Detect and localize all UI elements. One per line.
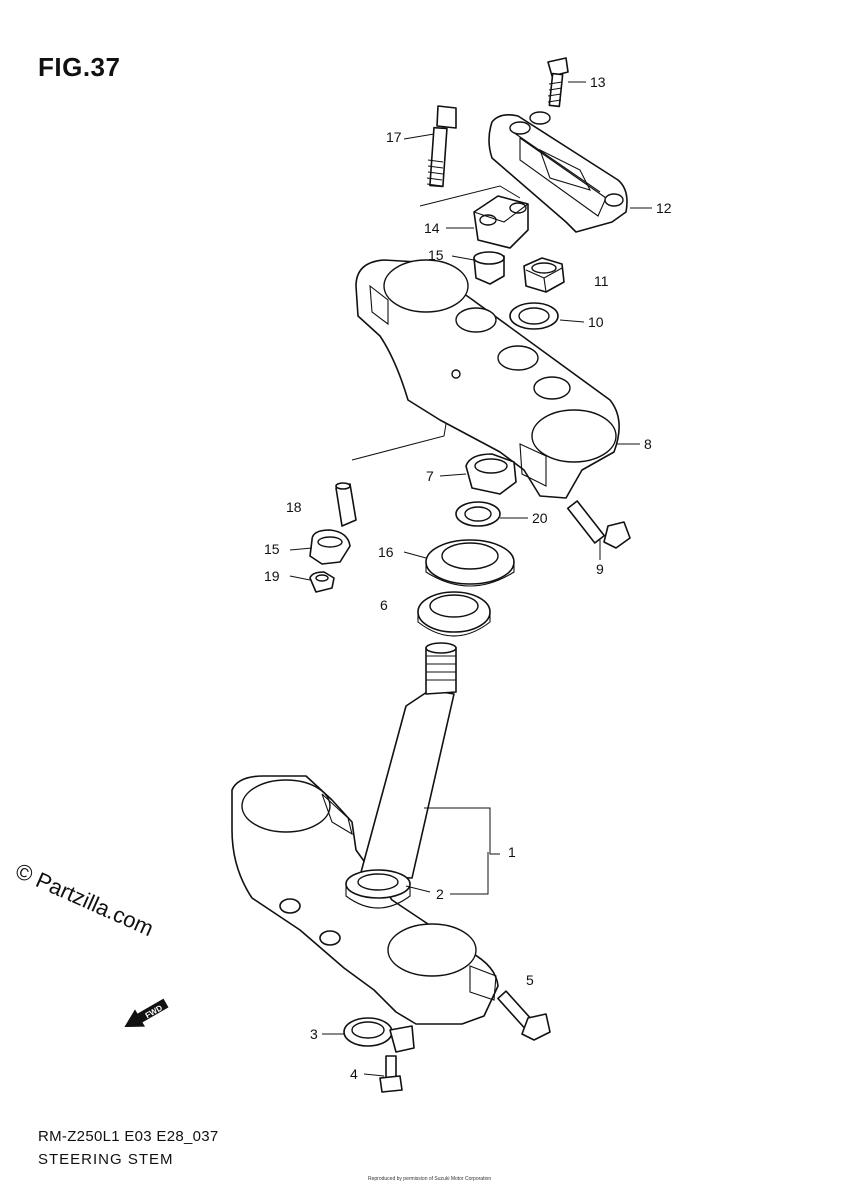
callout-14: 14 — [424, 220, 440, 236]
callout-5: 5 — [526, 972, 534, 988]
callout-labels: 13 17 12 14 15 11 10 8 7 18 20 15 16 9 1… — [264, 74, 672, 1082]
figure-title: FIG.37 — [38, 52, 121, 82]
part-3-clamp[interactable] — [343, 1017, 415, 1053]
assembly-name: STEERING STEM — [38, 1151, 174, 1168]
part-4-bolt[interactable] — [379, 1055, 403, 1093]
model-code: RM-Z250L1 E03 E28_037 — [38, 1128, 219, 1145]
part-10-washer[interactable] — [509, 302, 559, 330]
part-12-handlebar-holder[interactable] — [488, 111, 628, 233]
part-15-cap-lower[interactable] — [309, 529, 351, 565]
part-8-upper-bracket[interactable] — [355, 259, 620, 499]
callout-2: 2 — [436, 886, 444, 902]
part-11-nut[interactable] — [523, 257, 565, 293]
part-17-bolt[interactable] — [426, 105, 457, 188]
leader-lines — [289, 81, 652, 1077]
callout-8: 8 — [644, 436, 652, 452]
footer-fine-print: Reproduced by permission of Suzuki Motor… — [368, 1176, 492, 1182]
callout-9: 9 — [596, 561, 604, 577]
part-14-holder[interactable] — [473, 195, 529, 249]
callout-19: 19 — [264, 568, 280, 584]
callout-11: 11 — [594, 273, 609, 289]
part-18-pin[interactable] — [335, 482, 357, 527]
callout-3: 3 — [310, 1026, 318, 1042]
callout-17: 17 — [386, 129, 402, 145]
part-5-bolt[interactable] — [497, 990, 551, 1041]
part-6-bearing[interactable] — [417, 591, 491, 637]
callout-6: 6 — [380, 597, 388, 613]
fwd-arrow-icon: FWD — [124, 998, 169, 1027]
callout-16: 16 — [378, 544, 394, 560]
callout-1: 1 — [508, 844, 516, 860]
callout-12: 12 — [656, 200, 672, 216]
callout-4: 4 — [350, 1066, 358, 1082]
part-20-washer[interactable] — [455, 501, 501, 527]
callout-18: 18 — [286, 499, 302, 515]
part-16-dust-seal[interactable] — [425, 539, 515, 587]
callout-13: 13 — [590, 74, 606, 90]
part-15-cap-upper[interactable] — [473, 251, 505, 285]
part-1-steering-stem[interactable] — [231, 642, 499, 1025]
part-9-bolt[interactable] — [566, 500, 631, 549]
callout-15-upper: 15 — [428, 247, 444, 263]
part-13-bolt[interactable] — [547, 57, 569, 108]
callout-15-lower: 15 — [264, 541, 280, 557]
part-19-grommet[interactable] — [309, 571, 335, 593]
callout-7: 7 — [426, 468, 434, 484]
part-7-locknut[interactable] — [465, 453, 517, 495]
callout-20: 20 — [532, 510, 548, 526]
part-2-lower-bearing[interactable] — [345, 869, 411, 909]
callout-10: 10 — [588, 314, 604, 330]
